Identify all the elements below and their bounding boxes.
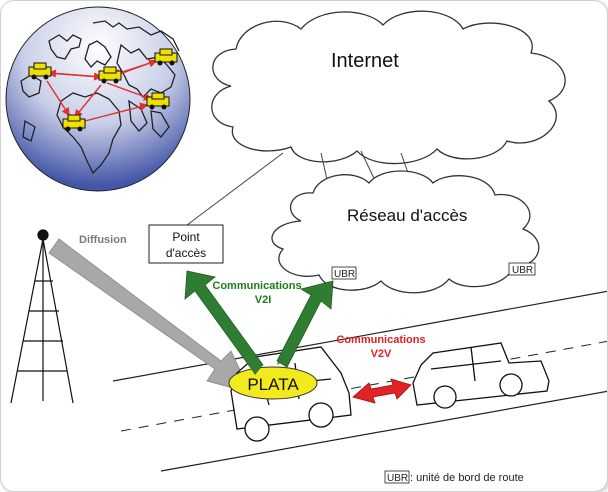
access-point-line2: d'accès — [166, 246, 206, 260]
access-point-box: Point d'accès — [148, 224, 224, 264]
v2v-label-line2: V2V — [371, 348, 392, 360]
globe-illustration — [5, 6, 191, 192]
internet-label: Internet — [331, 50, 399, 72]
legend-key: UBR — [387, 473, 408, 484]
internet-cloud: Internet — [211, 10, 566, 165]
ubr-label-left: UBR — [334, 269, 355, 280]
legend-text: : unité de bord de route — [410, 472, 524, 484]
plata-unit: PLATA — [228, 366, 318, 400]
vehicle-icon — [62, 114, 86, 132]
ubr-label-right: UBR — [512, 265, 533, 276]
v2v-label-line1: Communications — [336, 334, 425, 346]
ubr-box-right: UBR — [508, 262, 536, 276]
ubr-box-left: UBR — [331, 266, 357, 280]
ubr-legend: UBR : unité de bord de route — [384, 470, 524, 484]
antenna-tower — [10, 229, 74, 404]
access-point-line1: Point — [172, 230, 200, 244]
v2i-arrow-right — [276, 280, 334, 368]
v2v-arrow — [352, 378, 412, 404]
map-connection-arrows — [46, 59, 158, 122]
access-network-cloud: Réseau d'accès UBR UBR — [271, 170, 540, 294]
v2i-label-line1: Communications — [212, 280, 301, 292]
right-car — [412, 342, 550, 409]
road — [112, 290, 607, 472]
vehicle-icon — [146, 92, 170, 110]
v2i-arrow-left — [184, 270, 264, 375]
diffusion-label: Diffusion — [79, 234, 127, 246]
plata-label: PLATA — [247, 375, 299, 394]
vehicle-icon — [28, 62, 52, 80]
map-vehicle-icons — [28, 48, 178, 132]
map-outlines — [20, 20, 180, 175]
access-network-label: Réseau d'accès — [347, 206, 467, 225]
vehicle-icon — [154, 48, 178, 66]
vehicle-icon — [98, 66, 122, 84]
v2i-label-line2: V2I — [255, 294, 272, 306]
